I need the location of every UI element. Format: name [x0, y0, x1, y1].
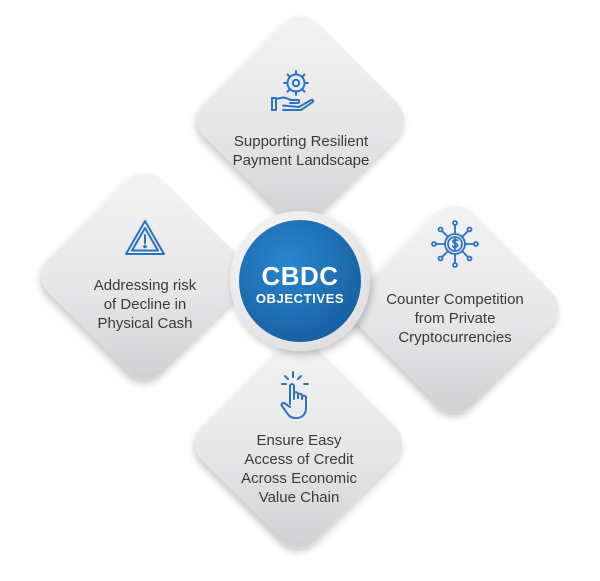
- center-title: CBDC: [261, 261, 339, 291]
- center-subtitle: OBJECTIVES: [255, 291, 345, 306]
- objective-tile-bottom: [195, 340, 403, 548]
- objective-tile-top: [197, 16, 405, 224]
- warning-triangle-icon: [125, 220, 165, 255]
- objective-label-right: Counter Competition from Private Cryptoc…: [386, 291, 524, 346]
- pointing-hand-icon: [280, 371, 309, 419]
- center-badge: [239, 220, 361, 342]
- crypto-coin-network-icon: [431, 220, 479, 268]
- objective-label-left: Addressing risk of Decline in Physical C…: [93, 277, 197, 332]
- objective-tile-left: [41, 172, 249, 380]
- objective-label-bottom: Ensure Easy Access of Credit Across Econ…: [241, 432, 357, 506]
- objective-label-top: Supporting Resilient Payment Landscape: [232, 133, 370, 169]
- gear-hand-icon: [271, 70, 315, 111]
- objective-tile-right: [351, 205, 559, 413]
